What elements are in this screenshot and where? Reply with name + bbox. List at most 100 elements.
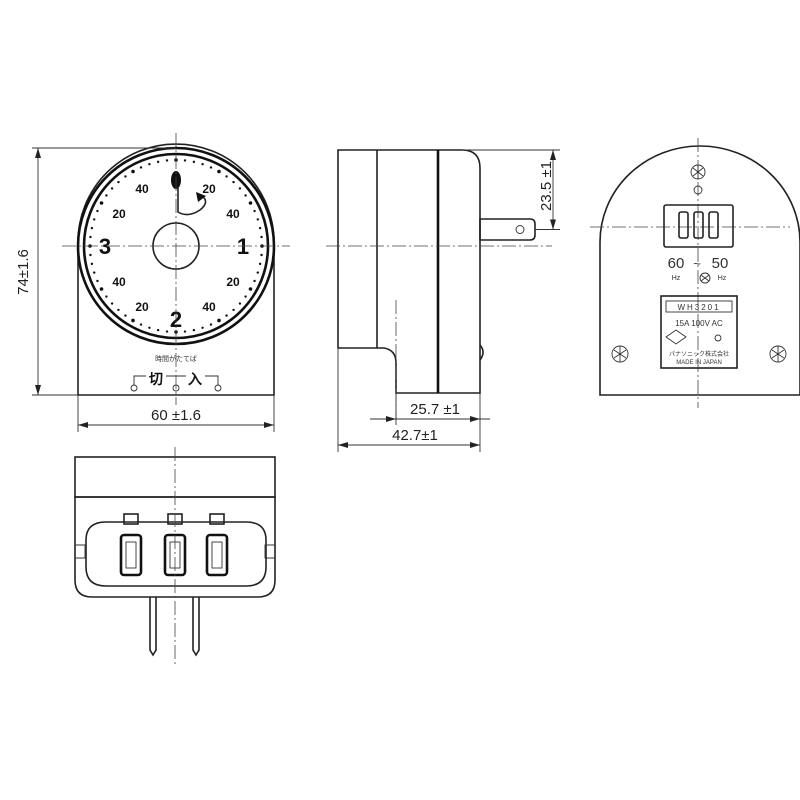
dial-number-1: 1 [237, 234, 249, 259]
rotation-arrowhead-icon [196, 192, 206, 202]
dial-tick [192, 328, 196, 332]
width-arrow-right [264, 422, 274, 428]
depth-total-arrow-right [470, 442, 480, 448]
origin-text: MADE IN JAPAN [676, 360, 722, 366]
dial-tick [96, 209, 99, 213]
dial-tick [105, 295, 108, 298]
dial-tick [93, 271, 96, 274]
dial-tick [139, 323, 143, 326]
side-view: 23.5 ±1 25.7 ±1 42.7±1 [326, 149, 560, 452]
dial-minute-label: 20 [226, 275, 240, 289]
back-small-hole [693, 185, 703, 195]
dial-tick [131, 169, 135, 174]
freq-selector-slot [700, 274, 710, 282]
dial-tick [117, 308, 120, 312]
bottom-socket-tray [85, 521, 267, 587]
front-view: 1 2 3 20 40 20 40 20 40 20 40 時間がたてば 切 入… [15, 133, 290, 432]
dial-tick [256, 218, 259, 221]
width-arrow-left [78, 422, 88, 428]
dial-tick [156, 160, 160, 164]
ground-symbol-icon [714, 334, 722, 342]
dial-minute-label: 40 [202, 300, 216, 314]
bottom-outlet-1-inner [125, 541, 137, 569]
plug-height-dimension-label: 23.5 ±1 [538, 161, 555, 211]
dial-tick [183, 159, 187, 162]
dial-tick [232, 308, 235, 312]
dial-minute-label: 20 [112, 207, 126, 221]
dial-tick [258, 262, 262, 266]
dial-minute-label: 40 [135, 182, 149, 196]
rotation-arrow-icon [177, 188, 207, 216]
dial-tick [139, 166, 143, 169]
height-arrow-top [35, 148, 41, 158]
back-right-screw-slot [771, 346, 785, 362]
plug-arrow-bottom [550, 219, 556, 230]
side-bump [479, 344, 484, 361]
bottom-outlet-1 [119, 533, 143, 577]
dial-tick [90, 262, 94, 266]
bottom-outlet-3 [205, 533, 229, 577]
maker-text: パナソニック株式会社 [669, 350, 729, 358]
dial-tick [99, 287, 104, 291]
back-top-screw-slot [692, 165, 704, 179]
dial-tick [99, 201, 104, 205]
dial-tick [201, 326, 204, 329]
dial-number-3: 3 [99, 234, 111, 259]
switch-terminal-right [214, 384, 222, 392]
dial-tick [117, 180, 120, 184]
dial-tick [96, 279, 99, 283]
bottom-outlet-3-inner [211, 541, 223, 569]
dial-tick [165, 159, 169, 162]
dial-tick [192, 160, 196, 164]
dial-ticks [88, 158, 264, 334]
plug-blade-hole [515, 225, 525, 234]
plug-arrow-top [550, 150, 556, 160]
freq-60-label: 60 [668, 255, 685, 272]
dial-tick [253, 209, 256, 213]
depth-body-arrow-left [386, 416, 396, 422]
model-box [665, 300, 733, 313]
dial-tick [225, 175, 228, 178]
back-socket-frame [663, 204, 734, 248]
model-number: WH3201 [677, 303, 720, 312]
bottom-tab-3 [209, 513, 225, 525]
depth-total-arrow-left [338, 442, 348, 448]
side-body-outline [337, 149, 481, 394]
dial-tick [217, 169, 221, 174]
plug-blade [479, 218, 536, 241]
dial-tick [93, 218, 96, 221]
dial-tick [209, 166, 213, 169]
bottom-pin-left [149, 597, 157, 657]
bottom-body-lower [74, 496, 276, 598]
dial-tick [258, 226, 262, 230]
back-socket-slot-left [678, 211, 689, 239]
dial-tick [225, 314, 228, 317]
dial-minute-label: 40 [226, 207, 240, 221]
dial-tick [260, 253, 263, 257]
freq-unit-right: Hz [718, 275, 727, 282]
pse-mark-icon [665, 329, 687, 345]
dial-tick [105, 194, 108, 197]
dial-tick [131, 318, 135, 323]
dial-tick [244, 194, 247, 197]
back-left-screw-slot [613, 346, 627, 362]
back-socket-slot-right [708, 211, 719, 239]
dial-tick [90, 226, 94, 230]
height-arrow-bottom [35, 385, 41, 395]
back-socket-slot-center [693, 211, 704, 239]
dial-tick [217, 318, 221, 323]
dial-tick [248, 287, 253, 291]
dial-minute-label: 40 [112, 275, 126, 289]
bottom-notch-left [75, 544, 86, 559]
back-view: 60 ~ 50 Hz Hz WH3201 15A 100V AC パナソニック株… [590, 138, 800, 408]
depth-body-arrow-right [470, 416, 480, 422]
bottom-tab-1 [123, 513, 139, 525]
dial-tick [156, 328, 160, 332]
switch-on-label: 入 [188, 371, 202, 387]
bottom-notch-right [264, 544, 275, 559]
depth-body-dimension-label: 25.7 ±1 [410, 401, 460, 418]
height-dimension-label: 74±1.6 [15, 249, 32, 295]
back-body-outline [599, 145, 800, 396]
dial-tick [253, 279, 256, 283]
